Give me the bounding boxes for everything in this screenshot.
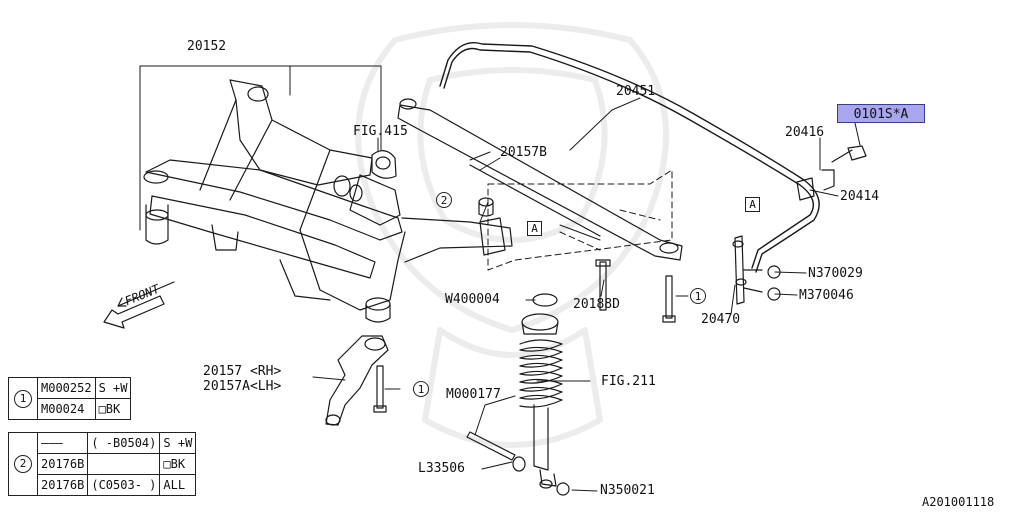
ref-circle-1-b: 1 [413, 381, 429, 397]
stabilizer-bracket [796, 145, 867, 201]
legend-table-2: 2 ——— ( -B0504) S +W 20176B □BK 20176B (… [8, 432, 197, 496]
ref-circle-2: 2 [436, 192, 452, 208]
subframe-crossmember [143, 79, 513, 323]
label-fig211: FIG.211 [601, 374, 656, 389]
ref-circle-1-a: 1 [690, 288, 706, 304]
legend-1-part-a: M000252 [37, 377, 96, 399]
leader-lines [139, 65, 861, 492]
shock-absorber-spring [519, 313, 563, 489]
legend-2-part-a: ——— [36, 432, 89, 454]
legend-table-1: 1 M000252 S +W M00024 □BK [8, 377, 132, 420]
ref-box-a-left: A [527, 221, 542, 236]
label-m000177: M000177 [446, 387, 501, 402]
watermark-emblem [355, 22, 669, 448]
legend-1-spec-a: S +W [94, 377, 132, 399]
label-20188d: 20188D [573, 297, 620, 312]
legend-2-spec-b: □BK [159, 453, 197, 475]
highlighted-part-0101s-a[interactable]: 0101S*A [837, 104, 925, 123]
label-20451: 20451 [616, 84, 656, 99]
legend-2-spec-c: ALL [159, 474, 197, 496]
label-m370046: M370046 [799, 288, 854, 303]
legend-circle-1: 1 [14, 389, 32, 408]
label-l33506: L33506 [418, 461, 465, 476]
ref-box-a-right: A [745, 197, 760, 212]
legend-circle-2: 2 [14, 455, 32, 473]
legend-2-part-b: 20176B [36, 453, 89, 475]
label-20416: 20416 [785, 125, 825, 140]
label-20157a-lh: 20157A<LH> [203, 379, 282, 394]
legend-2-spec-a: S +W [159, 432, 197, 454]
legend-2-range-a: ( -B0504) [87, 432, 161, 454]
document-id: A201001118 [922, 495, 995, 509]
stabilizer-bar [439, 42, 820, 273]
label-20157-rh: 20157 <RH> [203, 364, 282, 379]
label-fig415: FIG.415 [353, 124, 408, 139]
label-w400004: W400004 [445, 292, 500, 307]
legend-2-part-c: 20176B [36, 474, 89, 496]
stabilizer-link [732, 235, 781, 305]
legend-1-part-b: M00024 [37, 398, 96, 420]
label-20157b: 20157B [500, 145, 547, 160]
legend-1-spec-b: □BK [94, 398, 132, 420]
label-20152: 20152 [187, 39, 227, 54]
label-n370029: N370029 [808, 266, 863, 281]
label-n350021: N350021 [600, 483, 655, 498]
front-arrow-icon [103, 281, 175, 329]
lateral-link [397, 98, 683, 261]
label-20414: 20414 [840, 189, 880, 204]
dashed-reference [487, 169, 673, 271]
bushing-washer [478, 197, 558, 307]
trailing-arm [325, 335, 389, 426]
bolts [373, 259, 676, 496]
label-20470: 20470 [701, 312, 741, 327]
legend-2-range-c: (C0503- ) [87, 474, 161, 496]
